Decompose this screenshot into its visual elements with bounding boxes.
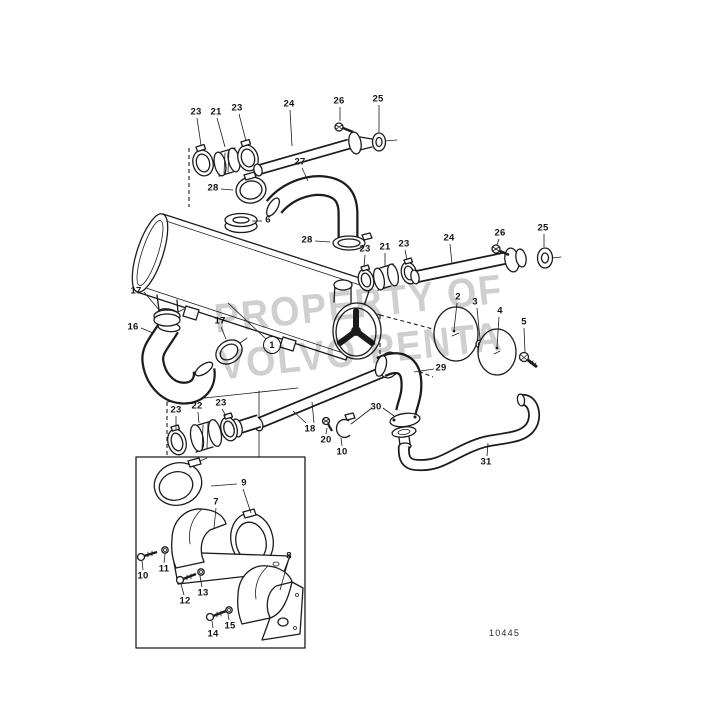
callout-18: 18	[304, 423, 316, 435]
pipe-24b	[410, 247, 562, 285]
elbow-hose-29	[374, 352, 423, 415]
mount-foot	[279, 336, 297, 352]
callout-23: 23	[398, 238, 410, 250]
cover-discs	[433, 306, 538, 376]
clamp-23c	[357, 264, 375, 292]
washer-15	[225, 606, 233, 614]
pipe-31	[397, 393, 541, 472]
callout-23: 23	[190, 106, 202, 118]
callout-17: 17	[130, 285, 142, 297]
callout-17: 17	[214, 315, 226, 327]
sleeve-22	[189, 419, 223, 453]
washer-13	[197, 568, 205, 576]
callout-28: 28	[207, 182, 219, 194]
coupling-assembly	[167, 412, 238, 456]
callout-26: 26	[333, 95, 345, 107]
callout-3: 3	[472, 296, 478, 308]
callout-23: 23	[359, 243, 371, 255]
washer-11	[161, 546, 169, 554]
callout-23: 23	[170, 404, 182, 416]
muffler-body	[131, 212, 382, 361]
bolt-26a	[334, 122, 354, 134]
lower-pipe-assembly	[357, 244, 562, 292]
callout-26: 26	[494, 227, 506, 239]
callout-12: 12	[179, 595, 191, 607]
disc-4	[477, 328, 517, 376]
callout-24: 24	[443, 232, 455, 244]
callout-8: 8	[286, 550, 292, 562]
callout-13: 13	[197, 587, 209, 599]
hose-16	[141, 320, 216, 405]
bolt-12	[175, 572, 197, 585]
bolt-26b	[491, 244, 510, 257]
callout-23: 23	[231, 102, 243, 114]
bolt-5	[518, 351, 538, 369]
callout-6: 6	[265, 214, 271, 226]
bolt-10-inset	[136, 550, 158, 562]
end-cover-wheel	[332, 302, 382, 360]
inset-detail-box	[135, 456, 306, 649]
hose-clamp-17a	[153, 308, 185, 327]
callout-20: 20	[320, 434, 332, 446]
callout-4: 4	[497, 305, 503, 317]
clamp-23e	[167, 424, 187, 456]
clamp-23f	[220, 412, 238, 442]
upper-pipe-assembly	[192, 122, 398, 177]
callout-24: 24	[283, 98, 295, 110]
ring-clamp-9a	[153, 457, 208, 506]
hose-27	[265, 175, 359, 241]
callout-25: 25	[537, 222, 549, 234]
callout-14: 14	[207, 628, 219, 640]
callout-25: 25	[372, 93, 384, 105]
callout-10: 10	[137, 570, 149, 582]
hose-clamp-17b	[215, 337, 248, 365]
hose-clamp-28a	[235, 171, 267, 204]
callout-1: 1	[263, 336, 281, 354]
callout-16: 16	[127, 321, 139, 333]
hose-clamp-28b	[332, 232, 373, 251]
callout-21: 21	[210, 106, 222, 118]
exhaust-flange-30	[389, 412, 421, 450]
sleeve-21a	[213, 147, 241, 177]
pipe-24a	[253, 131, 398, 177]
callout-7: 7	[213, 496, 219, 508]
callout-23: 23	[215, 397, 227, 409]
screw-20	[321, 416, 333, 432]
callout-5: 5	[521, 316, 527, 328]
callout-29: 29	[435, 362, 447, 374]
clamp-23b	[237, 138, 259, 172]
callout-27: 27	[294, 156, 306, 168]
callout-2: 2	[455, 291, 461, 303]
washer-25a	[371, 132, 387, 152]
bolt-14	[205, 609, 227, 622]
washer-25b	[536, 247, 554, 269]
callout-9: 9	[241, 477, 247, 489]
clip-10	[335, 407, 373, 439]
callout-30: 30	[370, 401, 382, 413]
drawing-number: 10445	[489, 628, 521, 638]
callout-15: 15	[224, 620, 236, 632]
callout-22: 22	[191, 400, 203, 412]
flange-6	[224, 212, 258, 234]
callout-28: 28	[301, 234, 313, 246]
pipe-18	[252, 363, 393, 432]
bracket-8	[236, 565, 304, 641]
callout-leader-lines	[140, 105, 545, 629]
sleeve-21b	[372, 263, 400, 291]
callout-21: 21	[379, 241, 391, 253]
mount-foot	[182, 305, 200, 321]
clamp-23a	[192, 143, 214, 177]
callout-11: 11	[158, 563, 170, 575]
callout-10: 10	[336, 446, 348, 458]
callout-31: 31	[480, 456, 492, 468]
